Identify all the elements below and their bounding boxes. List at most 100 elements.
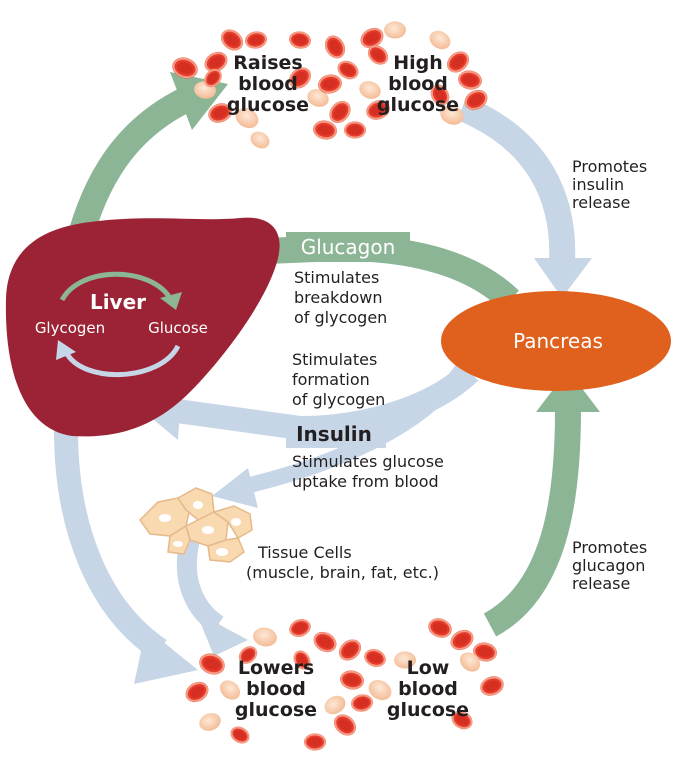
blood-cell (329, 101, 351, 123)
tissue-line2: (muscle, brain, fat, etc.) (246, 563, 439, 582)
blood-cell (428, 618, 452, 638)
blood-cell (340, 670, 364, 690)
blood-cell (429, 30, 451, 50)
insulin-label: Insulin (296, 422, 372, 446)
glycogen-label: Glycogen (35, 319, 105, 337)
liver: Liver Glycogen Glucose (5, 217, 280, 437)
formation-note: Stimulates formation of glycogen (292, 350, 385, 409)
high-line2: blood (388, 73, 448, 95)
low-line1: Low (407, 657, 450, 679)
raises-line3: glucose (227, 94, 309, 116)
raises-line1: Raises (233, 52, 302, 74)
glycogen-to-glucose-arrowhead (160, 292, 182, 310)
glucagon-label-box: Glucagon (286, 232, 410, 262)
blood-cell (313, 120, 337, 140)
blood-cell (450, 629, 474, 651)
blood-cell (289, 31, 311, 49)
lowers-line3: glucose (235, 699, 317, 721)
blood-cell (245, 31, 267, 49)
promotes-insulin-line3: release (572, 193, 630, 212)
blood-cell (204, 51, 228, 73)
blood-cell (430, 84, 450, 106)
blood-cell (318, 74, 342, 94)
blood-cell (172, 57, 198, 79)
blood-cell (480, 676, 504, 696)
blood-cell (230, 726, 250, 744)
low-line3: glucose (387, 699, 469, 721)
insulin-label-box: Insulin (286, 420, 386, 448)
uptake-line2: uptake from blood (292, 472, 439, 491)
blood-cell (473, 642, 497, 662)
promotes-insulin-line2: insulin (572, 175, 624, 194)
blood-cell (359, 81, 381, 99)
blood-cell (384, 21, 406, 39)
blood-cell (334, 714, 356, 736)
low-line2: blood (398, 678, 458, 700)
blood-cell (235, 107, 259, 129)
blood-cell (313, 631, 337, 653)
blood-cell (459, 652, 481, 672)
formation-line3: of glycogen (292, 390, 385, 409)
liver-to-lowers-arrow (54, 429, 198, 684)
pancreas-label: Pancreas (513, 329, 603, 353)
promotes-glucagon-line1: Promotes (572, 538, 647, 557)
lowers-line2: blood (246, 678, 306, 700)
blood-cell (293, 650, 311, 670)
blood-cell (458, 70, 482, 90)
breakdown-note: Stimulates breakdown of glycogen (294, 268, 387, 327)
promotes-insulin-note: Promotes insulin release (572, 157, 647, 212)
high-line1: High (393, 52, 443, 74)
formation-line2: formation (292, 370, 370, 389)
blood-cell (185, 681, 209, 703)
breakdown-line3: of glycogen (294, 308, 387, 327)
lowers-blood-glucose-label: Lowers blood glucose (235, 657, 317, 721)
uptake-note: Stimulates glucose uptake from blood (292, 452, 444, 491)
pancreas: Pancreas (441, 291, 671, 391)
blood-cell (221, 29, 243, 51)
blood-cell (464, 89, 488, 111)
promotes-glucagon-line3: release (572, 574, 630, 593)
blood-cell (364, 649, 386, 667)
blood-cell (339, 639, 361, 661)
blood-cell (219, 680, 241, 700)
blood-cell (344, 121, 366, 139)
blood-cell (238, 646, 258, 664)
blood-cell (250, 131, 270, 149)
breakdown-line2: breakdown (294, 288, 382, 307)
blood-cell (351, 694, 373, 712)
blood-cell (204, 68, 222, 88)
tissue-to-lowers-arrow (176, 537, 248, 656)
lowers-line1: Lowers (238, 657, 314, 679)
blood-cell (368, 679, 392, 701)
blood-cell (394, 651, 416, 669)
promotes-glucagon-line2: glucagon (572, 556, 645, 575)
high-line3: glucose (377, 94, 459, 116)
bottom-blood-cells (185, 618, 504, 751)
raises-blood-glucose-label: Raises blood glucose (227, 52, 309, 116)
blood-cell (366, 100, 390, 120)
glucose-label: Glucose (148, 319, 208, 337)
high-to-pancreas-arrow (456, 95, 592, 298)
breakdown-line1: Stimulates (294, 268, 379, 287)
promotes-insulin-line1: Promotes (572, 157, 647, 176)
blood-cell (289, 67, 311, 89)
raises-line2: blood (238, 73, 298, 95)
blood-cell (253, 627, 277, 647)
high-blood-glucose-label: High blood glucose (377, 52, 459, 116)
liver-label: Liver (90, 290, 146, 314)
uptake-line1: Stimulates glucose (292, 452, 444, 471)
blood-cell (199, 653, 225, 675)
blood-cell (367, 45, 389, 65)
blood-cell (208, 103, 232, 123)
blood-cell (324, 695, 346, 715)
blood-cell (304, 733, 326, 751)
tissue-line1: Tissue Cells (257, 543, 352, 562)
formation-line1: Stimulates (292, 350, 377, 369)
top-blood-cells (172, 21, 488, 149)
glucose-to-glycogen-arrow (63, 344, 181, 378)
blood-cell (307, 89, 329, 107)
glucose-to-glycogen-arrowhead (56, 340, 76, 360)
blood-cell (199, 713, 221, 731)
blood-cell (447, 51, 469, 73)
